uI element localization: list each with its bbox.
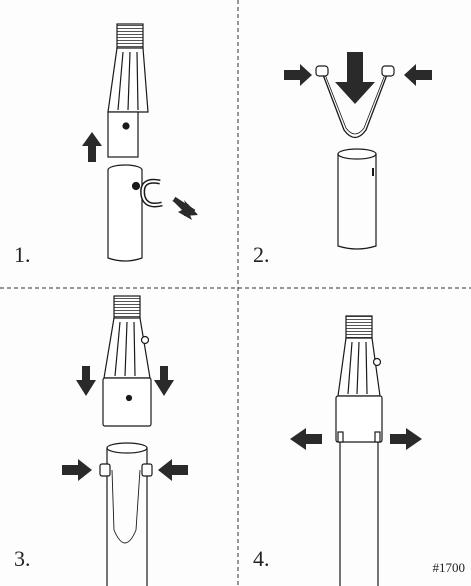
right-squeeze-arrow xyxy=(158,459,188,481)
left-pull-arrow xyxy=(290,428,322,450)
threaded-tip-3 xyxy=(113,295,141,319)
spring-clip xyxy=(321,71,389,139)
down-arrow-right xyxy=(154,366,174,396)
left-squeeze-arrow xyxy=(62,459,92,481)
step-1-number: 1. xyxy=(14,242,31,267)
panel-1 xyxy=(82,23,198,262)
tube-2 xyxy=(337,154,377,250)
collar-4 xyxy=(335,395,383,443)
panel-4 xyxy=(290,315,422,586)
collar-3 xyxy=(102,377,152,427)
step-3-number: 3. xyxy=(14,546,31,571)
right-press-arrow xyxy=(404,64,432,86)
inner-sleeve xyxy=(107,111,139,158)
tube-3 xyxy=(106,448,148,586)
product-code: #1700 xyxy=(432,560,466,575)
threaded-tip-4 xyxy=(345,315,373,339)
big-down-arrow xyxy=(335,52,375,104)
left-press-arrow xyxy=(284,64,312,86)
threaded-tip xyxy=(116,23,144,49)
right-pull-arrow xyxy=(390,428,422,450)
out-arrow xyxy=(172,200,197,220)
step-2-number: 2. xyxy=(253,242,270,267)
up-arrow xyxy=(82,132,102,162)
tube-4 xyxy=(339,442,379,586)
step-4-number: 4. xyxy=(253,546,270,571)
down-arrow-left xyxy=(76,366,96,396)
panel-3 xyxy=(62,295,188,586)
outer-tube xyxy=(107,170,143,262)
panel-2 xyxy=(284,52,432,250)
